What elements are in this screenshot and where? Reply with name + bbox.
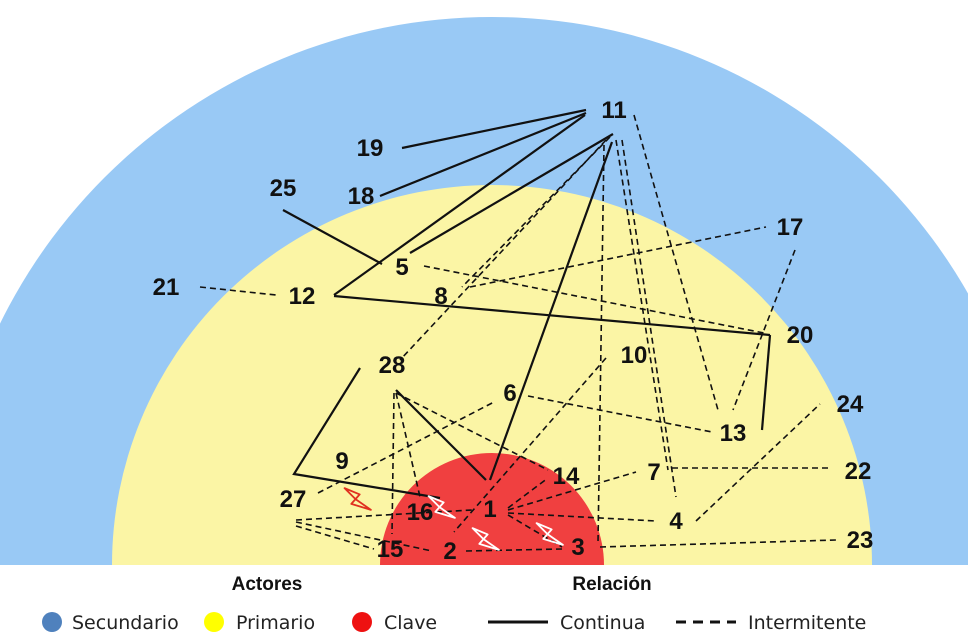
actor-label-16: 16 <box>407 499 434 526</box>
actor-label-20: 20 <box>787 322 814 349</box>
actor-label-6: 6 <box>503 380 516 407</box>
actor-label-12: 12 <box>289 283 316 310</box>
relation-1-7-intermitente <box>507 471 637 511</box>
relation-11-19-continua <box>401 108 587 150</box>
conflict-bolt-icon-1-2 <box>471 527 500 551</box>
actor-label-3: 3 <box>571 534 584 561</box>
legend-secundario-swatch <box>42 612 62 632</box>
relation-17-13-intermitente <box>732 249 796 411</box>
relation-11-3-intermitente <box>597 144 605 544</box>
relation-11-4-intermitente <box>621 139 677 498</box>
actor-label-25: 25 <box>270 175 297 202</box>
relation-8-17-intermitente <box>469 226 767 288</box>
rings <box>0 17 968 565</box>
legend-intermitente-label: Intermitente <box>748 612 866 632</box>
actor-label-14: 14 <box>553 463 580 490</box>
legend-continua-label: Continua <box>560 612 645 632</box>
relation-28-16-intermitente <box>395 392 421 498</box>
relation-11-28-intermitente <box>399 139 607 361</box>
legend: Actores Relación Secundario Primario Cla… <box>42 574 866 632</box>
relation-2-3-intermitente <box>465 548 563 552</box>
relation-27-16-continua <box>292 367 441 500</box>
relation-1-14-intermitente <box>507 477 549 509</box>
ring-primario <box>112 185 872 565</box>
actor-label-19: 19 <box>357 135 384 162</box>
relation-27-6-intermitente <box>317 401 495 494</box>
legend-clave-label: Clave <box>384 612 437 632</box>
relation-11-5-continua <box>409 133 614 254</box>
actor-label-17: 17 <box>777 214 804 241</box>
actor-label-1: 1 <box>483 496 496 523</box>
relation-6-13-intermitente <box>527 395 713 433</box>
relation-11-7-intermitente <box>615 139 669 471</box>
actor-label-9: 9 <box>335 448 348 475</box>
actor-label-13: 13 <box>720 420 747 447</box>
relation-27-2-intermitente <box>295 521 433 552</box>
relation-28-14-intermitente <box>395 392 549 471</box>
actor-label-7: 7 <box>647 459 660 486</box>
actor-label-4: 4 <box>669 508 683 535</box>
relation-11-18-continua <box>379 111 587 198</box>
relation-12-20-continua <box>333 294 771 337</box>
relation-11-12-continua <box>333 114 586 296</box>
relation-1-4-intermitente <box>507 512 657 522</box>
actor-label-22: 22 <box>845 458 872 485</box>
relation-20-13-continua <box>760 334 772 431</box>
conflict-markers <box>343 487 564 551</box>
actor-label-24: 24 <box>837 391 864 418</box>
relation-5-20-intermitente <box>423 265 765 334</box>
actor-label-28: 28 <box>379 352 406 379</box>
conflict-bolt-icon-1-16 <box>427 495 456 519</box>
actor-label-15: 15 <box>377 536 404 563</box>
relation-4-24-intermitente <box>695 403 821 522</box>
relation-25-5-continua <box>282 209 383 265</box>
relation-28-1-continua <box>395 389 487 481</box>
actor-label-18: 18 <box>348 183 375 210</box>
actor-label-27: 27 <box>280 486 307 513</box>
actor-label-8: 8 <box>434 283 447 310</box>
relations <box>199 108 837 552</box>
legend-primario-swatch <box>204 612 224 632</box>
actor-label-11: 11 <box>601 97 626 124</box>
relation-10-2-intermitente <box>453 357 607 533</box>
conflict-bolt-icon-1-3 <box>535 522 564 546</box>
legend-clave-swatch <box>352 612 372 632</box>
relation-28-15-intermitente <box>391 392 395 535</box>
legend-primario-label: Primario <box>236 612 315 632</box>
actor-label-23: 23 <box>847 527 874 554</box>
ring-clave <box>380 453 604 565</box>
legend-actors-title: Actores <box>232 574 303 595</box>
legend-relation-title: Relación <box>572 574 651 595</box>
relation-21-12-intermitente <box>199 286 277 296</box>
legend-secundario-label: Secundario <box>72 612 179 632</box>
actor-label-2: 2 <box>443 538 456 565</box>
relation-11-13-intermitente <box>633 114 719 411</box>
actor-label-10: 10 <box>621 342 648 369</box>
actor-label-21: 21 <box>153 274 180 301</box>
actor-label-5: 5 <box>395 254 408 281</box>
relation-27-15-intermitente <box>295 525 375 550</box>
conflict-bolt-icon-27-16 <box>343 487 372 511</box>
relation-11-1-continua <box>488 141 614 481</box>
